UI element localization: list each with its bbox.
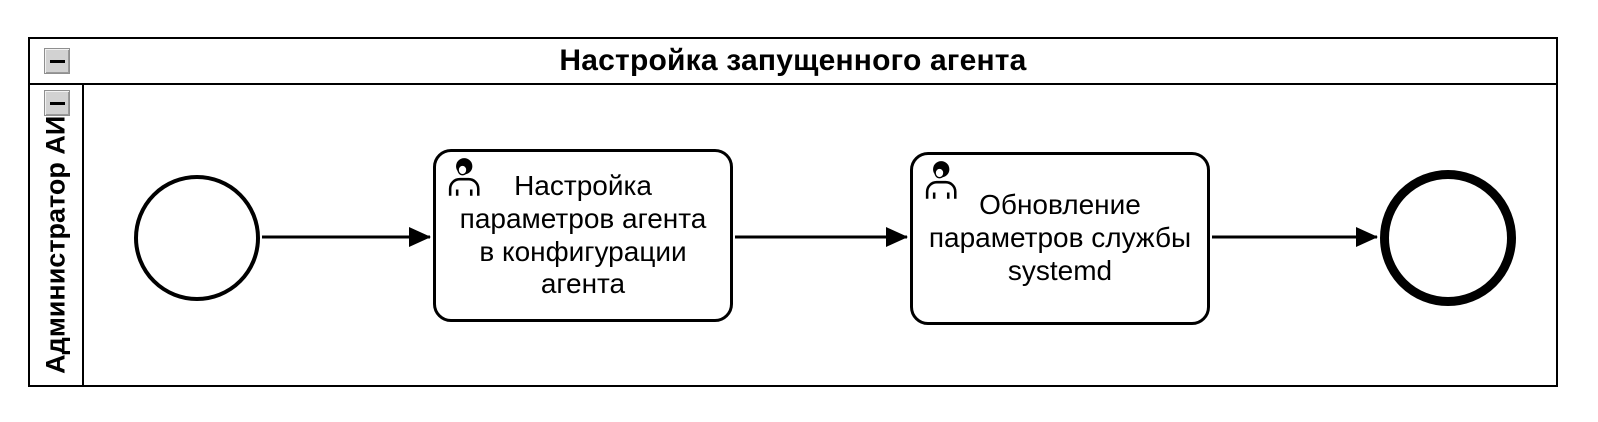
task-label: Настройка параметров агента в конфигурац… (459, 170, 707, 300)
pool-title: Настройка запущенного агента (559, 44, 1027, 77)
minus-icon (49, 101, 65, 105)
pool-header[interactable]: Настройка запущенного агента (30, 39, 1556, 85)
user-icon (925, 161, 957, 199)
user-task-configure-agent-parameters[interactable]: Настройка параметров агента в конфигурац… (433, 149, 733, 322)
user-icon (448, 158, 480, 196)
pool-configure-running-agent[interactable]: Настройка запущенного агента Администрат… (28, 37, 1558, 387)
pool-collapse-button[interactable] (44, 48, 70, 74)
user-task-update-systemd-service[interactable]: Обновление параметров службы systemd (910, 152, 1210, 325)
end-event[interactable] (1380, 170, 1516, 306)
minus-icon (49, 59, 65, 63)
pool-body: Администратор АИС (30, 85, 1556, 385)
task-label: Обновление параметров службы systemd (928, 189, 1192, 286)
start-event[interactable] (134, 175, 260, 301)
lane-collapse-button[interactable] (44, 90, 70, 116)
lane-header[interactable]: Администратор АИС (30, 85, 84, 385)
